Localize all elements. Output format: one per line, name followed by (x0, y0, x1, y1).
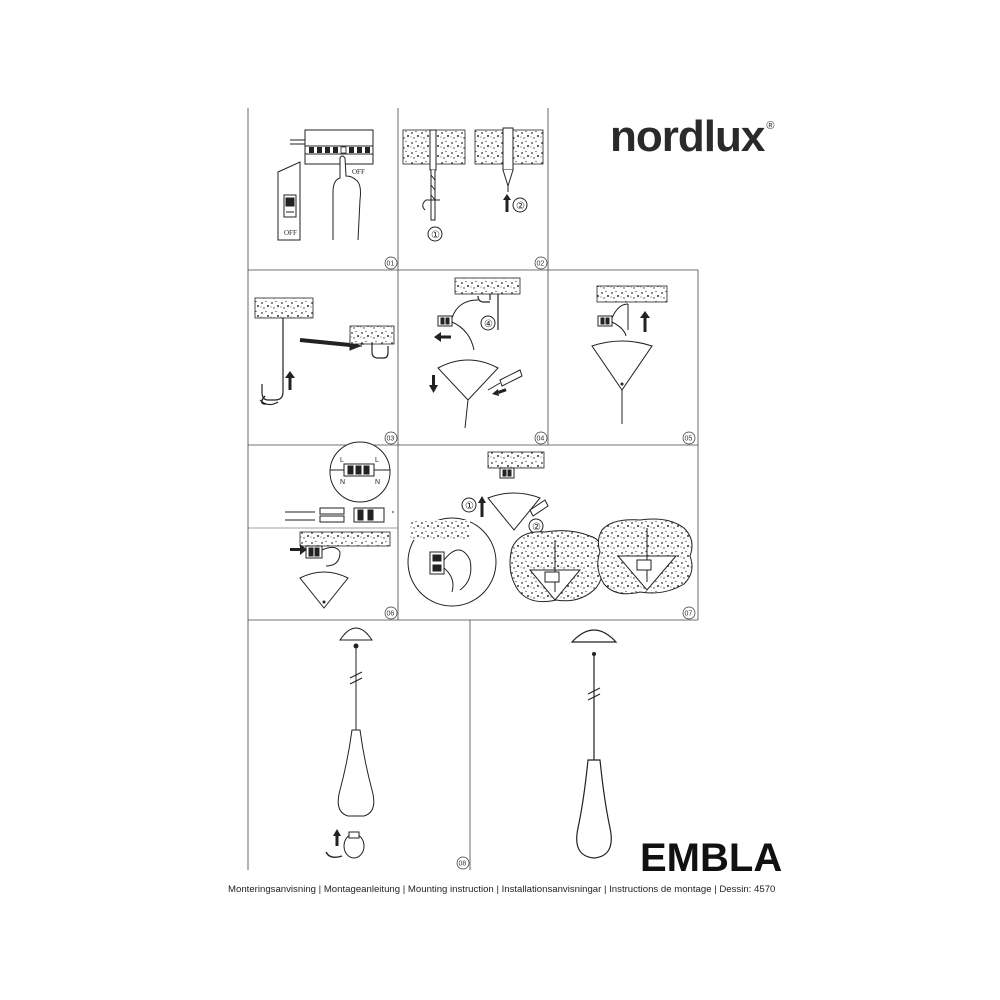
hand-icon (332, 155, 361, 241)
ceiling-section (454, 277, 521, 295)
left-arrow-icon (434, 332, 451, 342)
small-arrow-icon (492, 388, 507, 396)
terminal-block-icon (437, 315, 453, 327)
shade-final (576, 759, 612, 859)
circuit-breaker-icon (277, 161, 301, 241)
pendant-shade-icon-05 (591, 340, 653, 391)
light-bulb-icon (343, 831, 365, 859)
cord (464, 399, 469, 429)
cord-break-mark (349, 671, 363, 685)
svg-text:08: 08 (459, 861, 467, 868)
step-marker-2-07: ② (528, 518, 544, 534)
svg-text:①: ① (465, 501, 474, 512)
step-number-08: 08 (456, 856, 470, 870)
step-01-panel: OFF OFF 01 (277, 129, 398, 270)
svg-text:03: 03 (387, 436, 395, 443)
registered-mark: ® (766, 120, 774, 132)
up-arrow-icon (503, 194, 511, 212)
ceiling-section (596, 285, 668, 303)
step-number-07: 07 (682, 606, 696, 620)
terminal-block-icon-05 (597, 315, 613, 327)
pendant-shade-icon-07 (487, 492, 541, 531)
svg-text:06: 06 (387, 611, 395, 618)
brand-logo: nordlux® (610, 112, 774, 162)
pendant-shade-icon-08 (337, 729, 375, 817)
step-04-panel: ④ 04 (429, 277, 548, 445)
svg-text:02: 02 (537, 261, 545, 268)
step-number-03: 03 (384, 431, 398, 445)
label-l-right: L (375, 457, 379, 464)
step-08-panel: 08 (325, 627, 470, 870)
svg-text:01: 01 (387, 261, 395, 268)
ceiling-section (487, 451, 545, 469)
step-number-06: 06 (384, 606, 398, 620)
svg-text:②: ② (516, 201, 525, 212)
step-number-04: 04 (534, 431, 548, 445)
product-name: EMBLA (640, 836, 783, 880)
step-07-panel: ① ② (407, 451, 696, 620)
wires-06 (321, 546, 341, 567)
wire-strip-diagrams (285, 507, 394, 523)
svg-text:①: ① (431, 230, 440, 241)
screwdriver-icon-07 (529, 499, 549, 517)
canopy (570, 629, 618, 643)
finished-pendant (570, 629, 618, 859)
step-marker-2: ② (512, 197, 528, 213)
canopy-triangle-right (616, 528, 678, 591)
ceiling-hook-detail (356, 343, 389, 359)
wires-05 (611, 303, 629, 337)
step-05-panel: 05 (591, 285, 696, 445)
svg-text:07: 07 (685, 611, 693, 618)
footer-languages: Monteringsanvisning | Montageanleitung |… (228, 884, 776, 895)
step-06-panel: L N L N 06 (248, 441, 398, 620)
ceiling-hook-icon (261, 318, 284, 405)
step-marker-1-07: ① (461, 497, 477, 513)
up-arrow-icon-05 (640, 311, 650, 332)
pendant-shade-icon-06 (299, 571, 349, 609)
up-arrow-icon-03 (285, 371, 295, 390)
ceiling-hook-icon-04 (477, 294, 499, 330)
drill-icon (422, 129, 440, 221)
step-marker-1: ① (427, 226, 443, 242)
canopy-triangle-left (528, 540, 582, 601)
wiring-detail-circle (329, 441, 391, 503)
panel-grid (247, 108, 699, 870)
pendant-shade-icon (437, 359, 499, 401)
terminal-block-detail (429, 549, 472, 593)
step-02-panel: ① ② 02 (402, 127, 548, 270)
down-arrow-icon (429, 375, 438, 393)
step-number-01: 01 (384, 256, 398, 270)
svg-text:04: 04 (537, 436, 545, 443)
label-l-left: L (340, 457, 344, 464)
right-arrow-icon (290, 544, 307, 555)
ceiling-section (299, 531, 391, 547)
rotate-arrow-icon (259, 399, 279, 406)
up-arrow-icon-07 (478, 496, 486, 517)
step-marker-4: ④ (480, 315, 496, 331)
svg-text:④: ④ (484, 319, 493, 330)
svg-text:②: ② (532, 522, 541, 533)
screwdriver-icon (487, 369, 523, 391)
rotate-arrow-icon-08 (325, 851, 343, 859)
label-n-left: N (340, 479, 345, 486)
off-label-top: OFF (352, 168, 365, 176)
off-label-bottom: OFF (284, 229, 297, 237)
svg-text:05: 05 (685, 436, 693, 443)
pendant-canopy-small (339, 627, 373, 649)
label-n-right: N (375, 479, 380, 486)
brand-name: nordlux (610, 112, 765, 161)
up-arrow-icon-08 (333, 829, 341, 846)
wires (451, 299, 479, 351)
ceiling-section-2 (349, 325, 395, 345)
step-03-panel: 03 (254, 297, 398, 445)
breaker-switches (309, 146, 370, 154)
wall-plug-icon (502, 127, 514, 192)
terminal-block-icon-06 (305, 545, 323, 559)
step-number-02: 02 (534, 256, 548, 270)
terminal-block-icon-07 (499, 467, 515, 479)
step-number-05: 05 (682, 431, 696, 445)
cord-break-mark-final (587, 687, 601, 701)
ceiling-section (254, 297, 314, 319)
